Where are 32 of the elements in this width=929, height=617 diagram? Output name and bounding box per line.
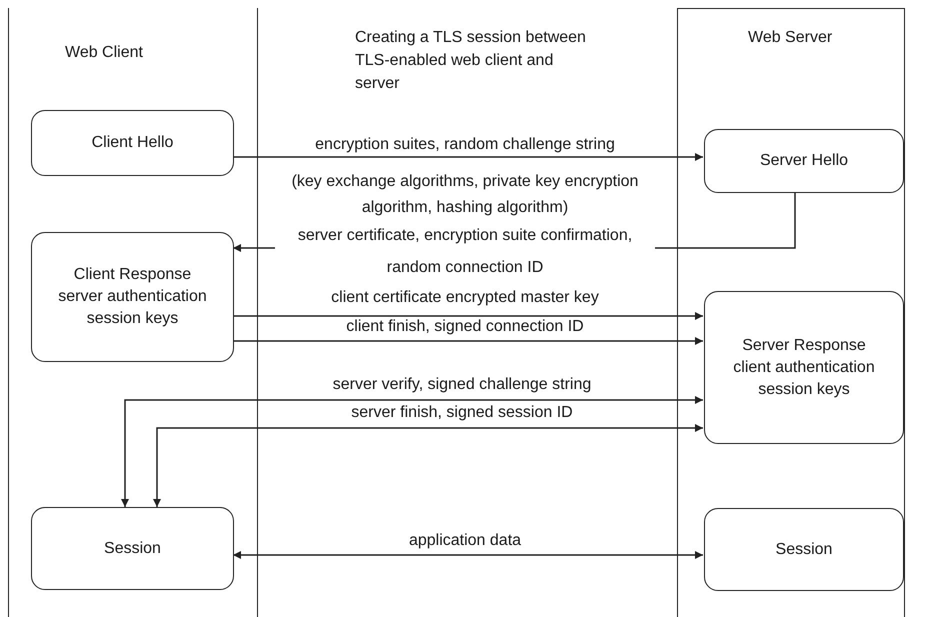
arrow [233,551,703,559]
swimlane [677,8,905,617]
arrow [153,424,703,507]
edge-label: encryption suites, random challenge string [315,135,615,155]
note-text: (key exchange algorithms, private key encryption algorithm, hashing algorithm) [290,172,640,218]
arrow [121,396,703,507]
lane-heading: Web Client [65,44,143,62]
box-text: server authentication session keys [57,287,208,329]
swimlane [8,8,258,617]
process-box [31,507,234,590]
edge-label: server finish, signed session ID [351,403,573,423]
process-box [31,110,234,176]
edge-label: client finish, signed connection ID [346,317,584,337]
arrow [233,153,703,161]
box-title: Server Hello [760,151,848,171]
edge-label: application data [408,531,522,551]
box-title: Client Response [74,265,192,285]
box-title: Session [776,540,832,560]
edge-label: client certificate encrypted master key [331,288,599,308]
arrow [233,337,703,345]
box-title: Server Response [742,336,866,356]
arrow [233,312,703,320]
process-box [704,291,904,444]
lane-heading: Web Server [748,29,832,47]
process-box [704,508,904,591]
box-text: client authentication session keys [732,358,876,400]
process-box [704,129,904,193]
box-title: Client Hello [92,133,174,153]
box-title: Session [104,538,161,558]
edge-label: server verify, signed challenge string [332,375,592,395]
process-box [31,232,234,362]
diagram-title: Creating a TLS session between TLS-enabled web client and server [355,28,587,94]
